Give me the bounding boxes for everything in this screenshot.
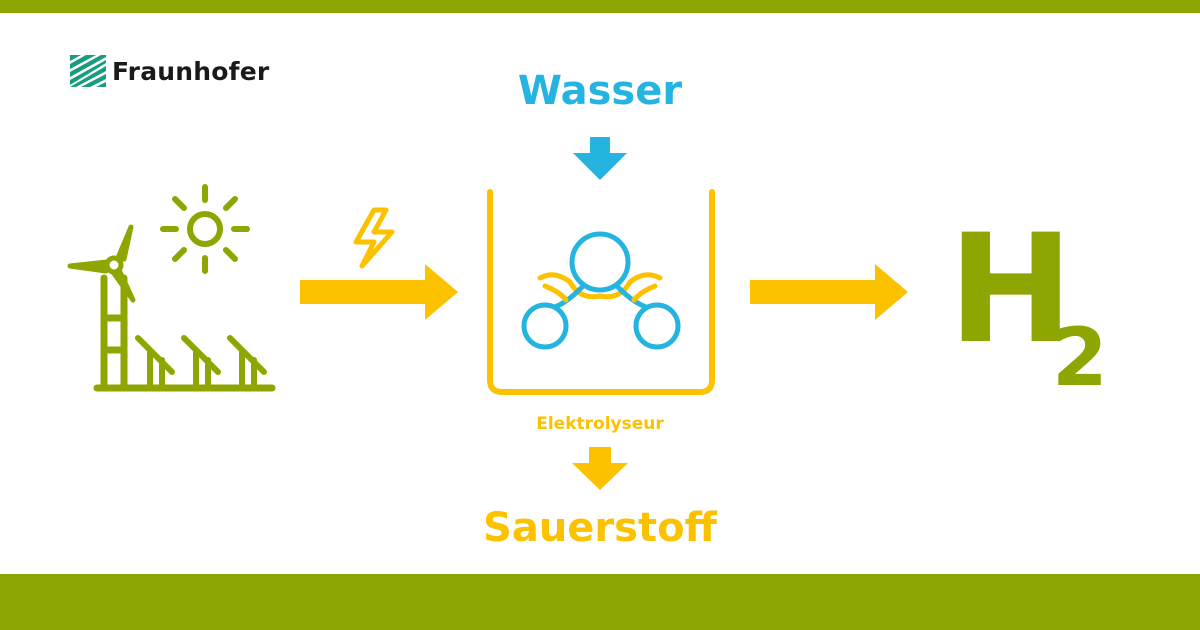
arrow-down-icon bbox=[572, 447, 628, 490]
product-symbol: H bbox=[948, 203, 1074, 377]
byproduct-label: Sauerstoff bbox=[483, 505, 717, 551]
input-label: Wasser bbox=[517, 68, 683, 114]
arrow-down-icon bbox=[573, 137, 627, 180]
logo-text: Fraunhofer bbox=[112, 56, 270, 86]
top-brand-bar bbox=[0, 0, 1200, 13]
solar-panel-icon bbox=[135, 335, 267, 389]
device-label: Elektrolyseur bbox=[536, 414, 664, 434]
arrow-right-icon bbox=[300, 264, 458, 320]
molecule-icon bbox=[521, 231, 681, 350]
fraunhofer-logo[interactable]: Fraunhofer bbox=[70, 55, 269, 87]
product-subscript: 2 bbox=[1052, 311, 1108, 404]
electrolyser-container bbox=[487, 189, 715, 395]
lightning-icon bbox=[353, 207, 395, 269]
fraunhofer-logo-icon bbox=[70, 55, 106, 87]
arrow-right-icon bbox=[750, 264, 908, 320]
wind-turbine-icon bbox=[67, 224, 276, 392]
sun-icon bbox=[160, 184, 250, 274]
bottom-brand-bar bbox=[0, 574, 1200, 630]
